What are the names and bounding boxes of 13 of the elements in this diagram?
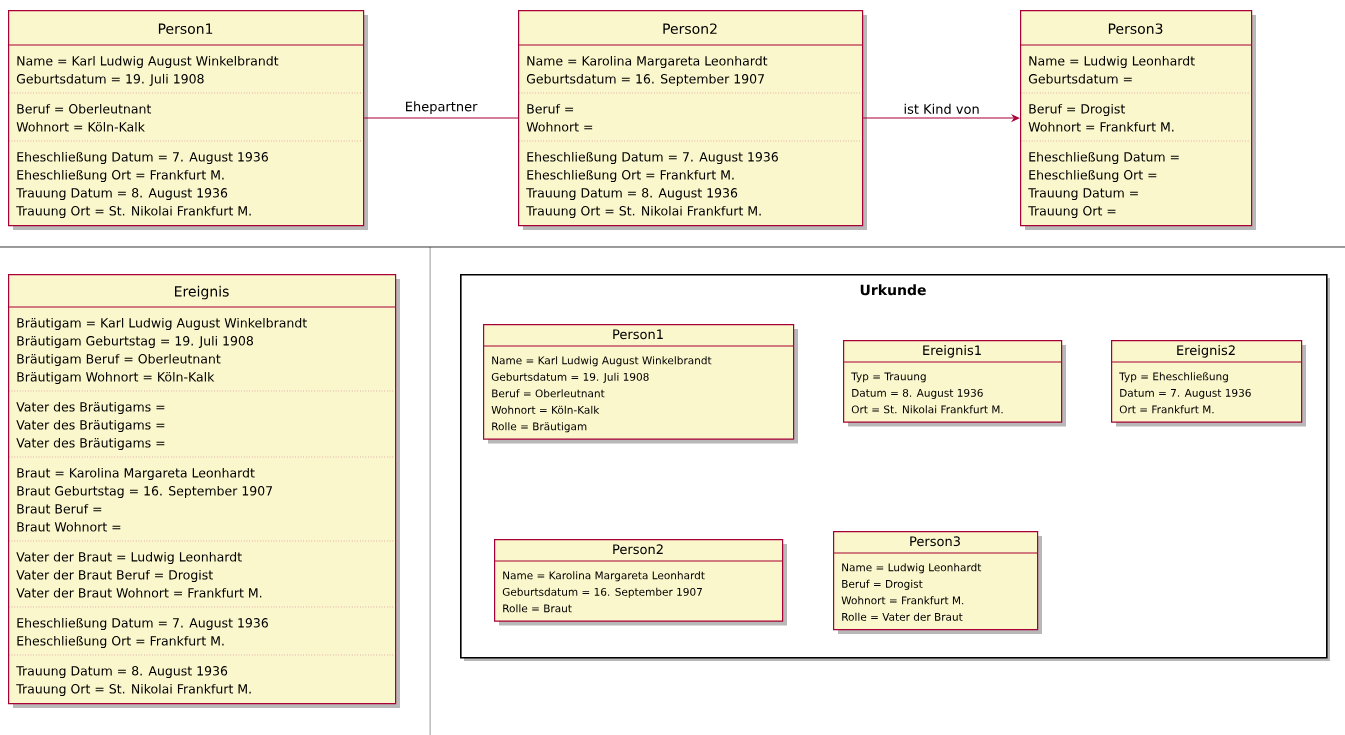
- class-box: Person1 Name = Karl Ludwig August Winkelbrandt Geburtsdatum = 19. Juli 1908 Beruf = Oberleutnant Wohnort = Köln-Kalk Eheschließung Datum = 7. August 1936 Eheschließung Ort = Frankfurt M. Trauung Datum = 8. August 1936 Trauung Ort = St. Nikolai Frankfurt M.: [7, 10, 368, 230]
- edge-label: Ehepartner: [406, 101, 478, 114]
- class-box: Person2 Name = Karolina Margareta Leonhardt Geburtsdatum = 16. September 1907 Rolle = Braut: [493, 539, 787, 626]
- class-box: Person2 Name = Karolina Margareta Leonhardt Geburtsdatum = 16. September 1907 Beruf = Wohnort = Eheschließung Datum = 7. August 1936 Eheschließung Ort = Frankfurt M. Trauung Datum = 8. August 1936 Trauung Ort = St. Nikolai Frankfurt M.: [517, 10, 867, 230]
- class-box: Person1 Name = Karl Ludwig August Winkelbrandt Geburtsdatum = 19. Juli 1908 Beruf = Oberleutnant Wohnort = Köln-Kalk Rolle = Bräutigam: [482, 324, 798, 444]
- connector: [862, 114, 1020, 122]
- class-box: Person3 Name = Ludwig Leonhardt Geburtsdatum = Beruf = Drogist Wohnort = Frankfurt M. Eheschließung Datum = Eheschließung Ort = Trauung Datum = Trauung Ort =: [1019, 10, 1256, 230]
- class-box: Ereignis1 Typ = Trauung Datum = 8. August 1936 Ort = St. Nikolai Frankfurt M.: [842, 340, 1066, 427]
- class-box: Ereignis2 Typ = Eheschließung Datum = 7. August 1936 Ort = Frankfurt M.: [1110, 340, 1306, 427]
- connector: [363, 117, 519, 119]
- edge-label: ist Kind von: [904, 103, 979, 114]
- class-box: Ereignis Bräutigam = Karl Ludwig August Winkelbrandt Bräutigam Geburtstag = 19. Juli 1908 Bräutigam Beruf = Oberleutnant Bräutigam Wohnort = Köln-Kalk Vater des Bräutigams = Vater des Bräutigams = Vater des Bräutigams = Braut = Karolina Margareta Leonhardt Braut Geburtstag = 16. September 1907 Braut Beruf = Braut Wohnort = Vater der Braut = Ludwig Leonhardt Vater der Braut Beruf = Drogist Vater der Braut Wohnort = Frankfurt M. Eheschließung Datum = 7. August 1936 Eheschließung Ort = Frankfurt M. Trauung Datum = 8. August 1936 Trauung Ort = St. Nikolai Frankfurt M.: [7, 274, 400, 708]
- class-box: Person3 Name = Ludwig Leonhardt Beruf = Drogist Wohnort = Frankfurt M. Rolle = Vater der Braut: [832, 531, 1042, 634]
